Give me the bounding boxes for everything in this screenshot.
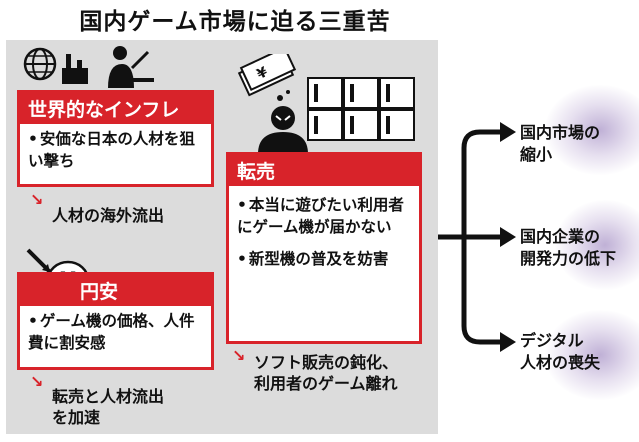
person-laptop-icon xyxy=(108,46,154,88)
outcome-line: 縮小 xyxy=(520,145,553,164)
resale-result-line: 利用者のゲーム離れ xyxy=(254,374,398,393)
purple-glow xyxy=(545,310,639,400)
yen-box: 円安 ゲーム機の価格、人件費に割安感 xyxy=(17,272,214,370)
yen-result-line: を加速 xyxy=(52,408,101,427)
outcome-market-shrink: 国内市場の 縮小 xyxy=(520,122,600,166)
resale-result-line: ソフト販売の鈍化、 xyxy=(254,353,399,372)
resale-body: 本当に遊びたい利用者にゲーム機が届かない 新型機の普及を妨害 xyxy=(229,186,419,274)
resale-heading: 転売 xyxy=(229,155,419,186)
outcome-talent-loss: デジタル 人材の喪失 xyxy=(520,330,600,374)
purple-glow xyxy=(555,200,639,290)
inflation-result: 人材の海外流出 xyxy=(52,206,165,225)
down-arrow-icon: ↘ xyxy=(30,372,44,391)
reseller-person-icon xyxy=(258,106,308,154)
inflation-bullet: 安価な日本の人材を狙い撃ち xyxy=(20,124,211,176)
down-arrow-icon: ↘ xyxy=(232,346,246,365)
outcome-line: 開発力の低下 xyxy=(520,249,617,268)
resale-result: ソフト販売の鈍化、 利用者のゲーム離れ xyxy=(254,352,398,394)
branch-arrows xyxy=(438,122,516,352)
resale-bullet: 本当に遊びたい利用者にゲーム機が届かない xyxy=(237,194,411,238)
banknote-icon: ¥ xyxy=(237,54,297,101)
inflation-box: 世界的なインフレ 安価な日本の人材を狙い撃ち xyxy=(17,90,214,187)
game-console-boxes-icon xyxy=(307,77,415,141)
yen-result: 転売と人材流出 を加速 xyxy=(52,386,164,428)
outcome-line: デジタル xyxy=(520,331,584,350)
outcome-line: 国内市場の xyxy=(520,123,601,142)
globe-factory-icon xyxy=(23,47,88,84)
resale-bullet: 新型機の普及を妨害 xyxy=(237,248,411,270)
outcome-dev-decline: 国内企業の 開発力の低下 xyxy=(520,226,616,270)
down-arrow-icon: ↘ xyxy=(30,190,44,209)
resale-box: 転売 本当に遊びたい利用者にゲーム機が届かない 新型機の普及を妨害 xyxy=(226,152,422,344)
yen-bullet: ゲーム機の価格、人件費に割安感 xyxy=(20,306,211,358)
outcome-line: 国内企業の xyxy=(520,227,601,246)
yen-result-line: 転売と人材流出 xyxy=(52,387,165,406)
yen-heading: 円安 xyxy=(20,275,211,306)
diagram-title: 国内ゲーム市場に迫る三重苦 xyxy=(79,9,391,35)
outcome-line: 人材の喪失 xyxy=(520,353,601,372)
inflation-heading: 世界的なインフレ xyxy=(20,93,211,124)
purple-glow xyxy=(545,85,639,175)
